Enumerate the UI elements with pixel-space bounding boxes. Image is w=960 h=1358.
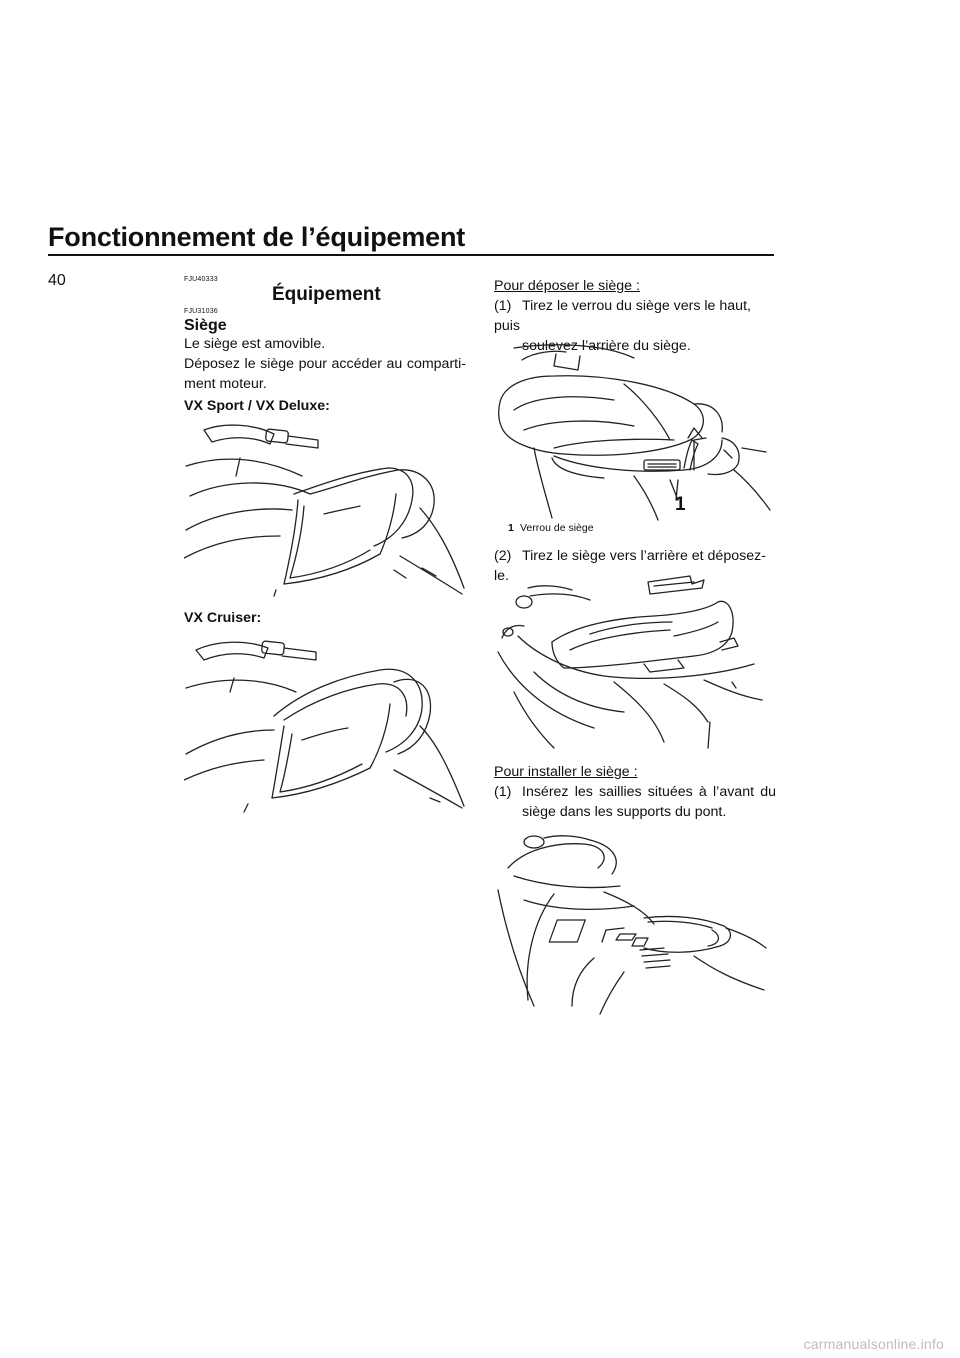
footer-site: carmanualsonline.info	[803, 1336, 944, 1352]
intro-line-2a: Déposez le siège pour accéder au compart…	[184, 356, 466, 372]
seat-cruiser-illustration	[184, 640, 465, 813]
section-code: FJU40333	[184, 276, 218, 283]
remove-step-2: (2)Tirez le siège vers l’arrière et dépo…	[494, 546, 776, 586]
intro-line-2b: ment moteur.	[184, 376, 267, 392]
remove-step-1-number: (1)	[494, 298, 512, 314]
lock-callout-number: 1	[675, 494, 686, 515]
seat-removal-illustration	[497, 575, 763, 749]
subsection-code: FJU31036	[184, 308, 218, 315]
install-step-1-line-2: siège dans les supports du pont.	[522, 804, 727, 820]
install-step-1-line-1: Insérez les saillies situées à l’avant d…	[522, 784, 776, 800]
intro-line-1: Le siège est amovible.	[184, 336, 326, 352]
section-title: Équipement	[272, 284, 381, 305]
intro-text: Le siège est amovible. Déposez le siège …	[184, 334, 466, 394]
remove-step-1: (1)Tirez le verrou du siège vers le haut…	[494, 296, 776, 356]
remove-step-2-text: Tirez le siège vers l’arrière et déposez…	[494, 548, 766, 584]
install-step-1: (1) Insérez les saillies situées à l’avan…	[494, 782, 776, 822]
caption-number: 1	[508, 522, 514, 534]
remove-step-2-number: (2)	[494, 548, 512, 564]
page-number: 40	[48, 272, 66, 289]
model-label-cruiser: VX Cruiser:	[184, 610, 262, 626]
install-step-1-number: (1)	[494, 784, 512, 800]
caption-text: Verrou de siège	[520, 522, 594, 534]
header-rule	[48, 254, 774, 256]
subsection-title: Siège	[184, 317, 227, 334]
figure-caption: 1 Verrou de siège	[508, 522, 594, 534]
seat-sport-deluxe-illustration	[184, 424, 465, 597]
seat-lock-illustration	[498, 344, 771, 521]
install-heading: Pour installer le siège :	[494, 764, 638, 780]
remove-step-1-line-1: Tirez le verrou du siège vers le haut, p…	[494, 298, 751, 334]
remove-step-1-line-2: soulevez l’arrière du siège.	[522, 338, 691, 354]
model-label-sport-deluxe: VX Sport / VX Deluxe:	[184, 398, 330, 414]
footer-watermark: carmanualsonline.info	[0, 1336, 960, 1352]
remove-heading: Pour déposer le siège :	[494, 278, 640, 294]
seat-install-illustration	[497, 835, 767, 1015]
page-header-title: Fonctionnement de l’équipement	[48, 222, 466, 252]
